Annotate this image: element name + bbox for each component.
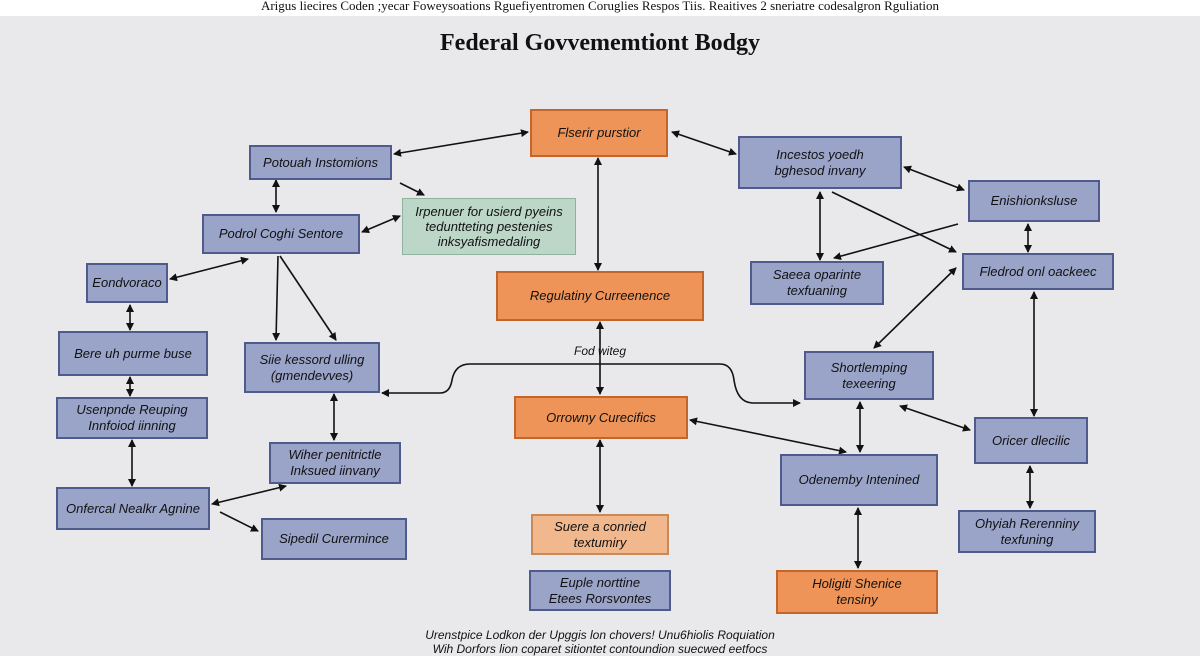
- node-label-secondary: (gmendevves): [270, 367, 354, 383]
- edge-podrol-ipenuer: [361, 215, 401, 233]
- edge-potouah-top: [393, 129, 529, 157]
- edge-endvoraco-podrol: [169, 256, 249, 282]
- node-label-secondary: Inksued iinvany: [290, 463, 380, 478]
- node-center-top[interactable]: Flserir purstior: [530, 109, 668, 157]
- edge-podrol-siie-b: [279, 255, 337, 341]
- node-label: Irpenuer for usierd pyeins: [415, 204, 563, 219]
- node-label-secondary: teduntteting pestenies: [425, 219, 553, 234]
- node-label: Suere a conried: [554, 518, 646, 534]
- edge-onfercal-wiher: [211, 483, 287, 507]
- node-label: Holigiti Shenice: [812, 576, 902, 591]
- node-incestos-yoedh[interactable]: Incestos yoedh bghesod invany: [738, 136, 902, 189]
- edge-incestos-enishion: [903, 165, 965, 192]
- node-label: Sipedil Curermince: [279, 531, 389, 546]
- edge-shortlemping-oricer: [899, 404, 971, 432]
- edge-incestos-fledrod-a: [831, 191, 957, 253]
- node-orrowny-curecifics[interactable]: Orrowny Curecifics: [514, 396, 688, 439]
- node-eondvoraco[interactable]: Eondvoraco: [86, 263, 168, 303]
- node-odenemby-intenined[interactable]: Odenemby Intenined: [780, 454, 938, 506]
- footer-caption: Urenstpice Lodkon der Upggis lon chovers…: [0, 628, 1200, 656]
- node-holigiti-shenice[interactable]: Holigiti Shenice tensiny: [776, 570, 938, 614]
- node-onfercal-nealkr-agnine[interactable]: Onfercal Nealkr Agnine: [56, 487, 210, 530]
- node-label: Oricer dlecilic: [991, 432, 1070, 448]
- edge-podrol-siie-a: [272, 255, 281, 341]
- node-label: Orrowny Curecifics: [546, 409, 656, 425]
- edge-orrowny-odenemby: [689, 417, 847, 455]
- node-label-secondary: textumiry: [573, 534, 627, 550]
- node-label-secondary: texeering: [842, 375, 896, 391]
- diagram-title: Federal Govvememtiont Bodgy: [440, 30, 760, 56]
- node-label: Wiher penitrictle: [288, 447, 382, 462]
- node-label: Fledrod onl oackeec: [979, 263, 1097, 279]
- node-label-secondary: texfuaning: [787, 283, 847, 298]
- node-label: Podrol Coghi Sentore: [218, 226, 344, 241]
- node-label: Regulatiny Curreenence: [529, 288, 671, 303]
- node-label-secondary: bghesod invany: [774, 162, 866, 178]
- node-label: Incestos yoedh: [776, 146, 864, 162]
- node-label: Onfercal Nealkr Agnine: [66, 500, 200, 516]
- node-sipedil-curermince[interactable]: Sipedil Curermince: [261, 518, 407, 560]
- edge-onfercal-sipedi: [219, 511, 259, 532]
- edge-label-fod-witeg: Fod witeg: [573, 344, 627, 358]
- node-label: Potouah Instomions: [263, 154, 378, 170]
- node-usenpnde-reuping[interactable]: Usenpnde Reuping Innfoiod iinning: [56, 397, 208, 439]
- node-label: Odenemby Intenined: [798, 472, 920, 487]
- node-label: Euple norttine: [559, 574, 641, 590]
- node-ohyiah-rerenniny[interactable]: Ohyiah Rerenniny texfuning: [958, 510, 1096, 553]
- node-label-secondary: Innfoiod iinning: [88, 418, 176, 433]
- footer-line-1: Urenstpice Lodkon der Upggis lon chovers…: [425, 628, 775, 642]
- node-wiher-penitrictle[interactable]: Wiher penitrictle Inksued iinvany: [269, 442, 401, 484]
- node-fledrod-onl-oackeec[interactable]: Fledrod onl oackeec: [962, 253, 1114, 290]
- node-label-tertiary: inksyafismedaling: [437, 234, 541, 249]
- node-label: Ohyiah Rerenniny: [974, 515, 1080, 531]
- node-regulating-curreenence[interactable]: Regulatiny Curreenence: [496, 271, 704, 321]
- node-bere-uh-purme-buse[interactable]: Bere uh purme buse: [58, 331, 208, 376]
- node-label: Eondvoraco: [92, 275, 162, 290]
- node-label-secondary: texfuning: [1000, 531, 1054, 547]
- node-label: Flserir purstior: [557, 125, 641, 140]
- node-label-secondary: tensiny: [836, 592, 878, 607]
- node-enishionksluse[interactable]: Enishionksluse: [968, 180, 1100, 222]
- node-oricer-dlecilic[interactable]: Oricer dlecilic: [974, 417, 1088, 464]
- node-label: Enishionksluse: [990, 193, 1078, 208]
- node-ipenuer-note[interactable]: Irpenuer for usierd pyeins teduntteting …: [402, 198, 576, 255]
- node-label-secondary: Etees Rorsvontes: [548, 590, 652, 606]
- node-label: Usenpnde Reuping: [76, 402, 188, 417]
- node-suere-a-conried[interactable]: Suere a conried textumiry: [531, 514, 669, 555]
- top-caption: Arigus liecires Coden ;yecar Foweysoatio…: [0, 0, 1200, 16]
- node-label: Bere uh purme buse: [74, 345, 192, 361]
- node-podrol-coghi-sentore[interactable]: Podrol Coghi Sentore: [202, 214, 360, 254]
- node-siie-kessord-ulling[interactable]: Siie kessord ulling (gmendevves): [244, 342, 380, 393]
- node-euple-norttine[interactable]: Euple norttine Etees Rorsvontes: [529, 570, 671, 611]
- footer-line-2: Wih Dorfors lion coparet sitiontet conto…: [432, 642, 768, 656]
- node-potouah-instomions[interactable]: Potouah Instomions: [249, 145, 392, 180]
- edge-split-bracket: [381, 363, 801, 407]
- node-label: Saeea oparinte: [772, 267, 862, 282]
- node-shortlemping[interactable]: Shortlemping texeering: [804, 351, 934, 400]
- edge-enishion-saeea: [833, 223, 959, 261]
- edge-fledrod-shortlemping: [873, 267, 957, 349]
- node-saeea-oparinte[interactable]: Saeea oparinte texfuaning: [750, 261, 884, 305]
- edge-top-incestos: [671, 130, 737, 156]
- node-label: Shortlemping: [830, 359, 908, 375]
- edge-potouah-ipenuer: [399, 182, 425, 196]
- node-label: Siie kessord ulling: [259, 351, 365, 367]
